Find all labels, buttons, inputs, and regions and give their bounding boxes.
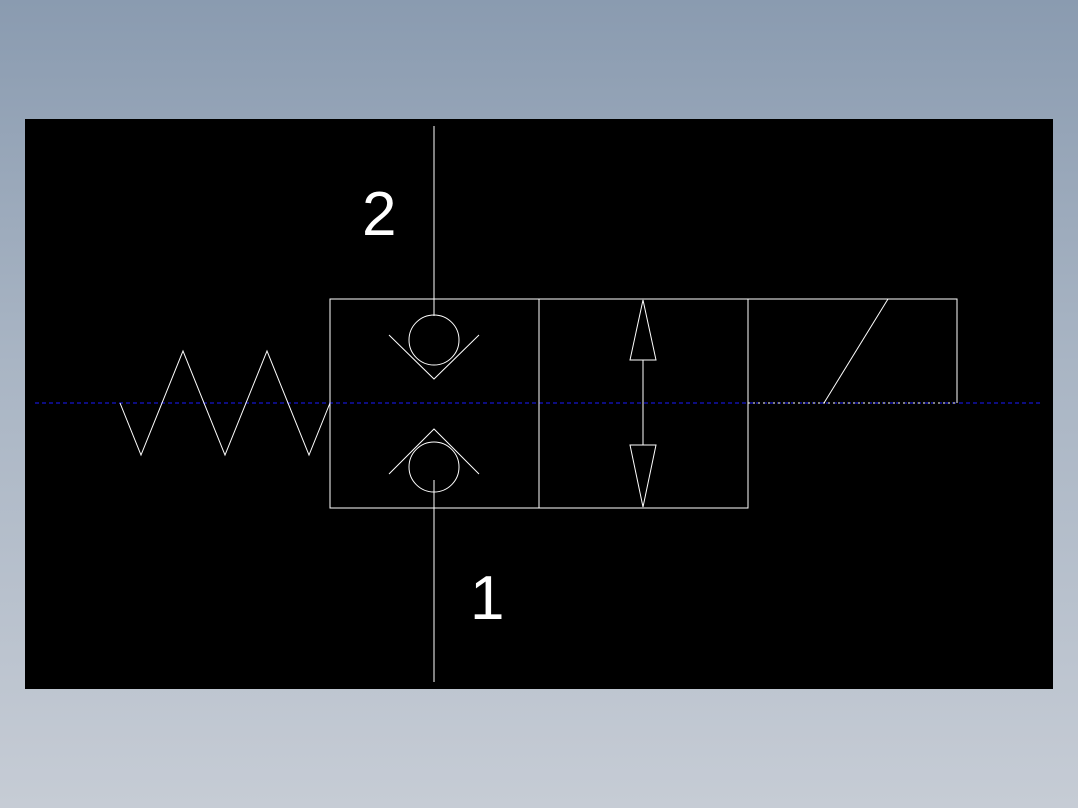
valve-symbol-diagram: 2 1: [35, 126, 1043, 682]
port-1-label: 1: [470, 564, 504, 633]
lower-check-valve-icon: [388, 428, 480, 493]
upper-check-valve-icon: [388, 314, 480, 380]
double-arrow-icon: [629, 299, 657, 508]
port-2-label: 2: [362, 180, 396, 249]
solenoid-icon: [748, 298, 958, 404]
spring-icon: [119, 349, 331, 457]
drawing-canvas: 2 1: [25, 119, 1053, 689]
